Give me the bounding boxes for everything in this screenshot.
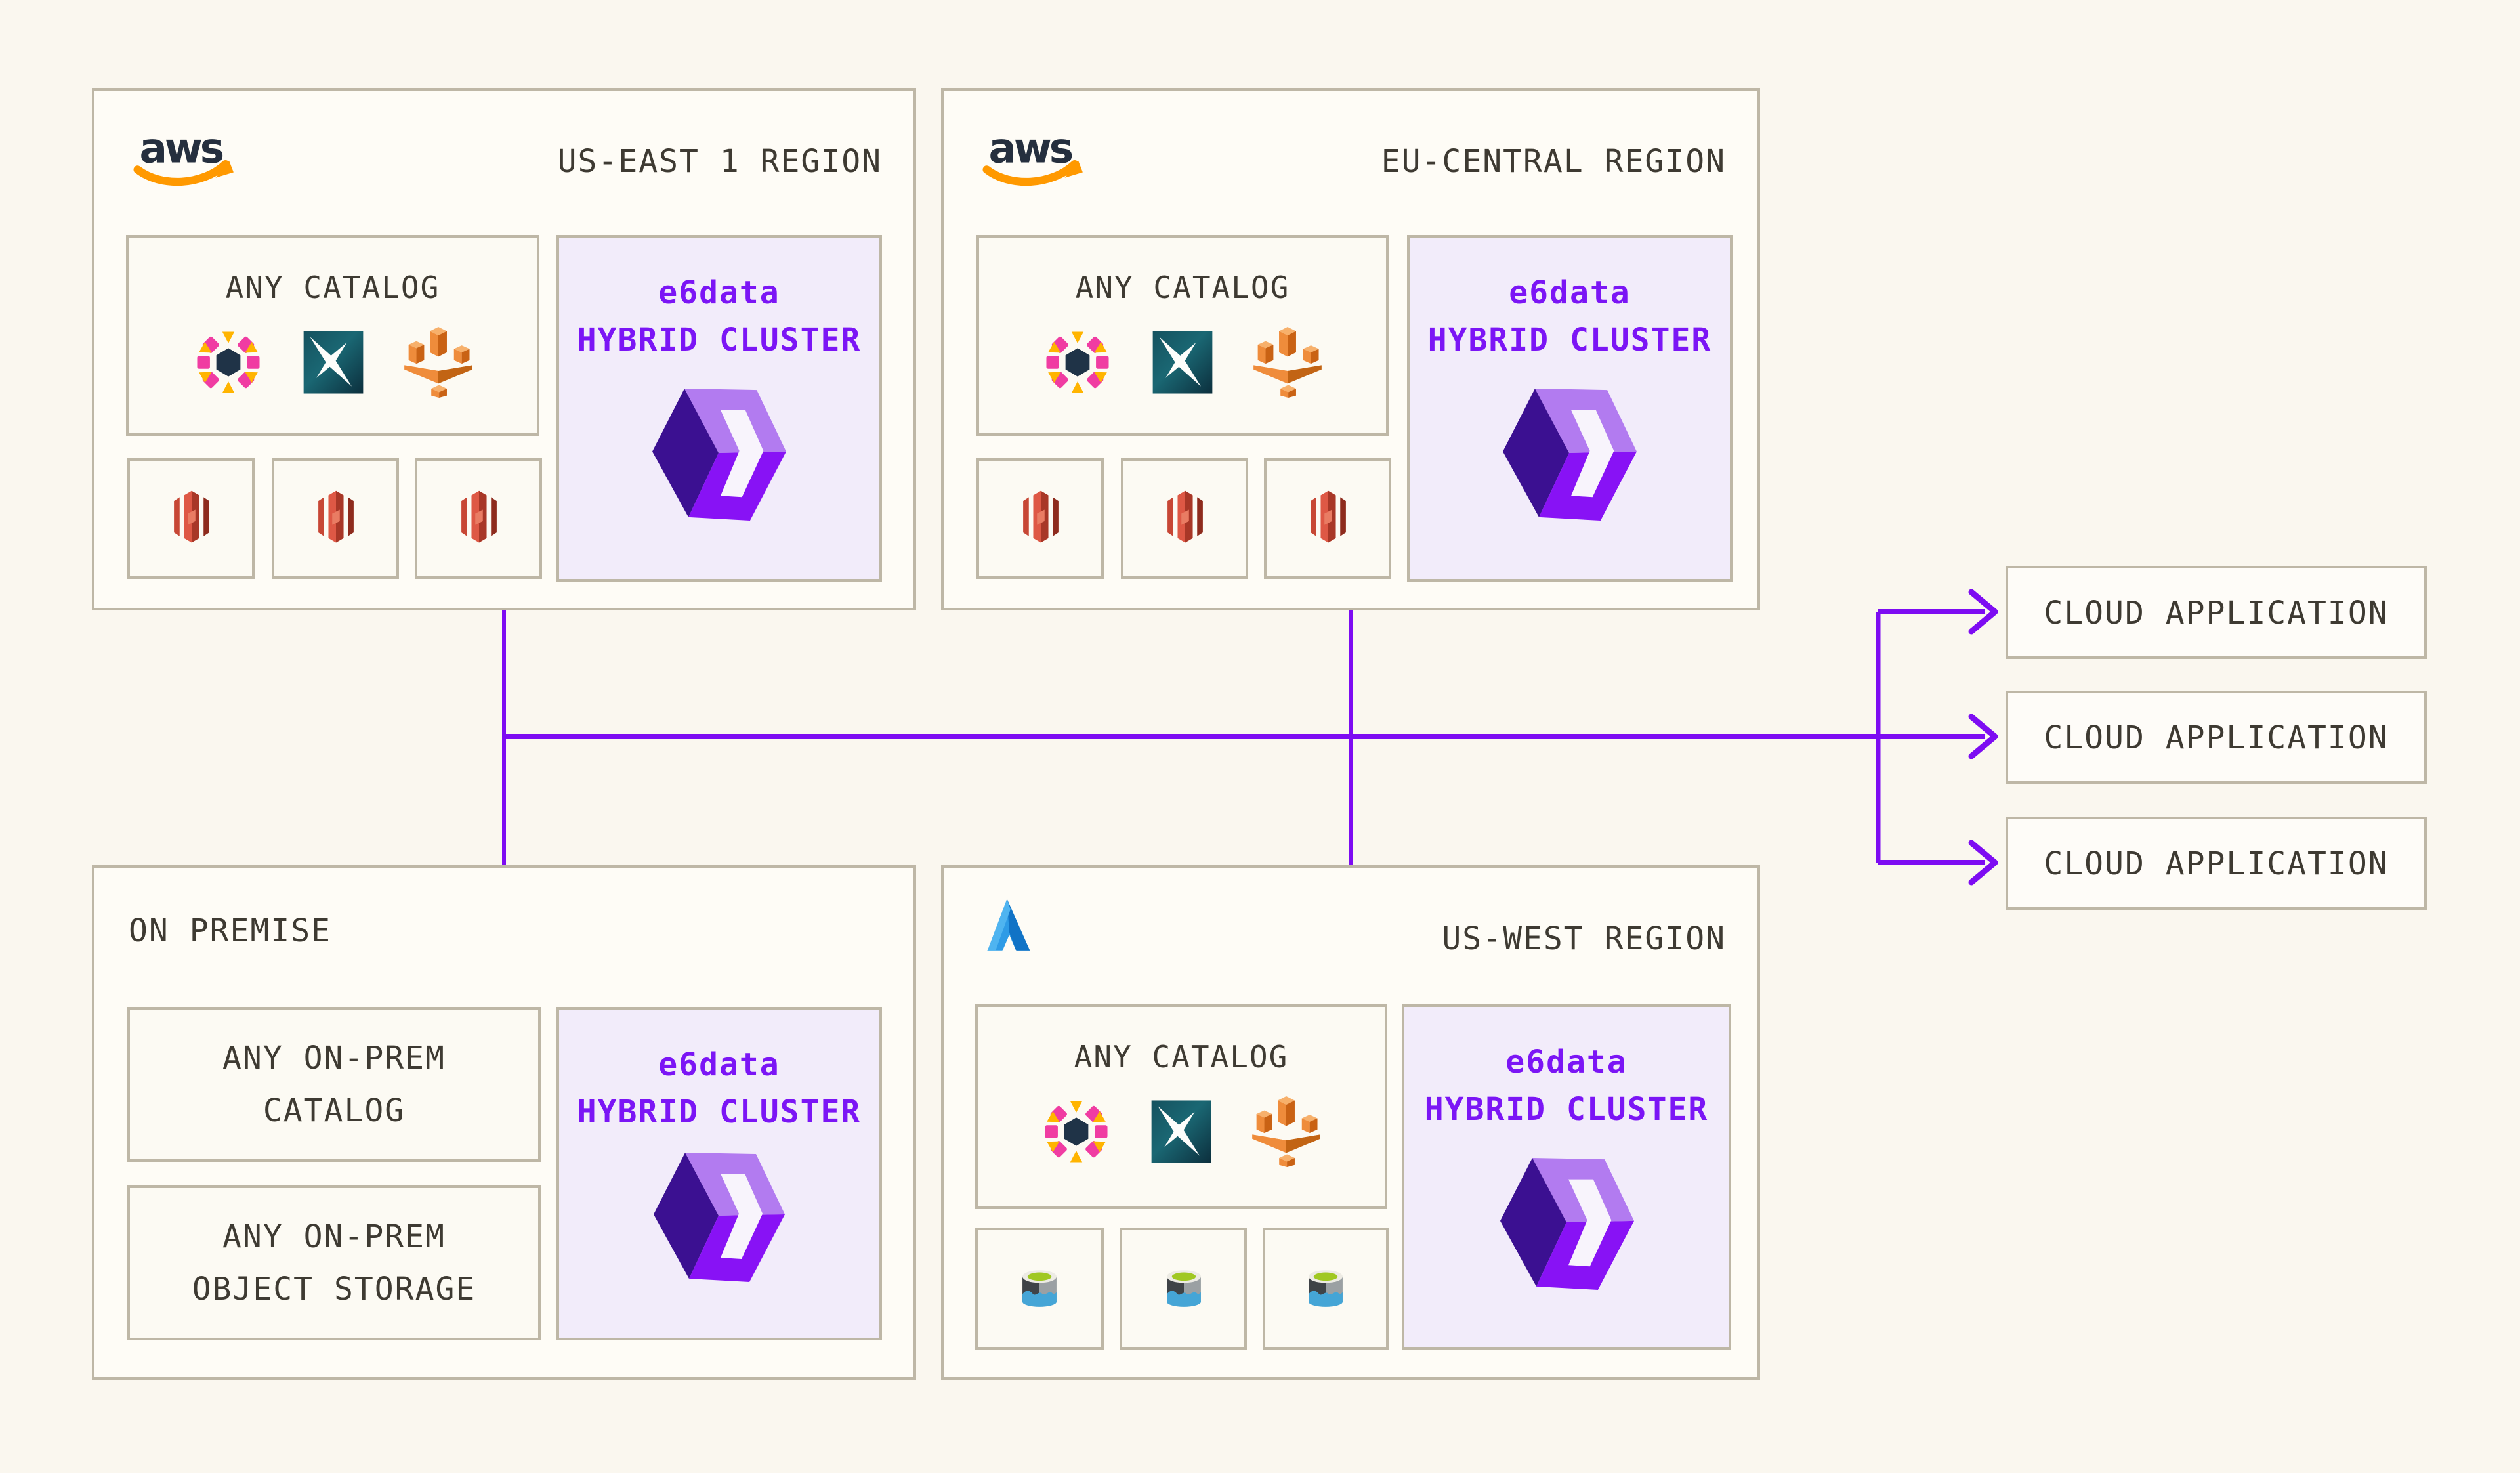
- aws-logo: [129, 125, 236, 193]
- azure-blob-storage-box: [975, 1228, 1104, 1350]
- azure-blob-storage-icon: [1008, 1257, 1071, 1320]
- on-prem-catalog-box: ANY ON-PREM CATALOG: [127, 1007, 541, 1162]
- e6data-logo: [1500, 1157, 1633, 1291]
- aws-logo: [978, 125, 1085, 193]
- glue-catalog-icon: [1251, 1096, 1322, 1167]
- on-prem-storage-line2: OBJECT STORAGE: [192, 1271, 476, 1308]
- e6data-hybrid-cluster-box: e6data HYBRID CLUSTER: [556, 1007, 882, 1340]
- cluster-name: e6data: [1509, 274, 1631, 311]
- s3-bucket-box: [415, 458, 542, 579]
- s3-bucket-icon: [1296, 487, 1359, 550]
- catalog-label: ANY CATALOG: [225, 272, 440, 306]
- region-title: US-WEST REGION: [1442, 920, 1726, 957]
- any-catalog-box: ANY CATALOG: [126, 235, 539, 436]
- glue-catalog-icon: [402, 327, 473, 398]
- region-on-premise: ON PREMISE ANY ON-PREM CATALOG ANY ON-PR…: [92, 865, 916, 1380]
- region-title: EU-CENTRAL REGION: [1381, 143, 1726, 180]
- polaris-star-icon: [297, 327, 368, 398]
- region-eu-central: EU-CENTRAL REGION ANY CATALOG e6data HYB…: [941, 88, 1760, 610]
- azure-logo: [980, 894, 1038, 957]
- e6data-logo: [652, 387, 786, 521]
- cluster-name: e6data: [658, 1046, 780, 1083]
- unity-catalog-icon: [192, 327, 263, 398]
- s3-bucket-box: [976, 458, 1104, 579]
- polaris-star-icon: [1146, 1096, 1217, 1167]
- azure-blob-storage-box: [1120, 1228, 1247, 1350]
- polaris-star-icon: [1147, 327, 1218, 398]
- unity-catalog-icon: [1042, 327, 1113, 398]
- azure-blob-storage-icon: [1294, 1257, 1357, 1320]
- s3-bucket-icon: [159, 487, 222, 550]
- any-catalog-box: ANY CATALOG: [975, 1004, 1387, 1209]
- cloud-application-label: CLOUD APPLICATION: [2044, 845, 2389, 882]
- e6data-hybrid-cluster-box: e6data HYBRID CLUSTER: [1402, 1004, 1731, 1350]
- e6data-hybrid-cluster-box: e6data HYBRID CLUSTER: [1407, 235, 1732, 582]
- cluster-label: HYBRID CLUSTER: [577, 1094, 862, 1130]
- cloud-application-box: CLOUD APPLICATION: [2006, 691, 2427, 784]
- cluster-label: HYBRID CLUSTER: [1427, 322, 1712, 358]
- glue-catalog-icon: [1252, 327, 1323, 398]
- arrow-to-cloud-app-3: [1968, 840, 1998, 886]
- azure-blob-storage-box: [1263, 1228, 1389, 1350]
- catalog-label: ANY CATALOG: [1074, 1041, 1289, 1075]
- region-us-west: US-WEST REGION ANY CATALOG e6data HYBRID…: [941, 865, 1760, 1380]
- catalog-label: ANY CATALOG: [1075, 272, 1290, 306]
- region-us-east-1: US-EAST 1 REGION ANY CATALOG e6data HYBR…: [92, 88, 916, 610]
- arrow-to-cloud-app-1: [1968, 589, 1998, 635]
- e6data-logo: [1503, 387, 1637, 521]
- region-title: US-EAST 1 REGION: [557, 143, 882, 180]
- e6data-logo: [654, 1151, 785, 1283]
- unity-catalog-icon: [1041, 1096, 1112, 1167]
- s3-bucket-box: [272, 458, 399, 579]
- cluster-name: e6data: [1505, 1044, 1628, 1080]
- s3-bucket-icon: [304, 487, 367, 550]
- s3-bucket-box: [1121, 458, 1248, 579]
- region-title: ON PREMISE: [129, 912, 331, 949]
- s3-bucket-box: [1264, 458, 1391, 579]
- on-prem-catalog-line2: CATALOG: [262, 1092, 406, 1129]
- s3-bucket-icon: [1153, 487, 1216, 550]
- arrow-to-cloud-app-2: [1968, 714, 1998, 759]
- cluster-name: e6data: [658, 274, 780, 311]
- cluster-label: HYBRID CLUSTER: [577, 322, 862, 358]
- cloud-application-label: CLOUD APPLICATION: [2044, 594, 2389, 631]
- cloud-application-box: CLOUD APPLICATION: [2006, 817, 2427, 910]
- cluster-label: HYBRID CLUSTER: [1424, 1091, 1709, 1128]
- on-prem-object-storage-box: ANY ON-PREM OBJECT STORAGE: [127, 1185, 541, 1340]
- cloud-application-label: CLOUD APPLICATION: [2044, 719, 2389, 756]
- cloud-application-box: CLOUD APPLICATION: [2006, 566, 2427, 659]
- on-prem-storage-line1: ANY ON-PREM: [222, 1218, 446, 1255]
- any-catalog-box: ANY CATALOG: [976, 235, 1389, 436]
- azure-blob-storage-icon: [1152, 1257, 1215, 1320]
- s3-bucket-icon: [1009, 487, 1072, 550]
- on-prem-catalog-line1: ANY ON-PREM: [222, 1040, 446, 1077]
- s3-bucket-icon: [447, 487, 510, 550]
- s3-bucket-box: [127, 458, 255, 579]
- e6data-hybrid-cluster-box: e6data HYBRID CLUSTER: [556, 235, 882, 582]
